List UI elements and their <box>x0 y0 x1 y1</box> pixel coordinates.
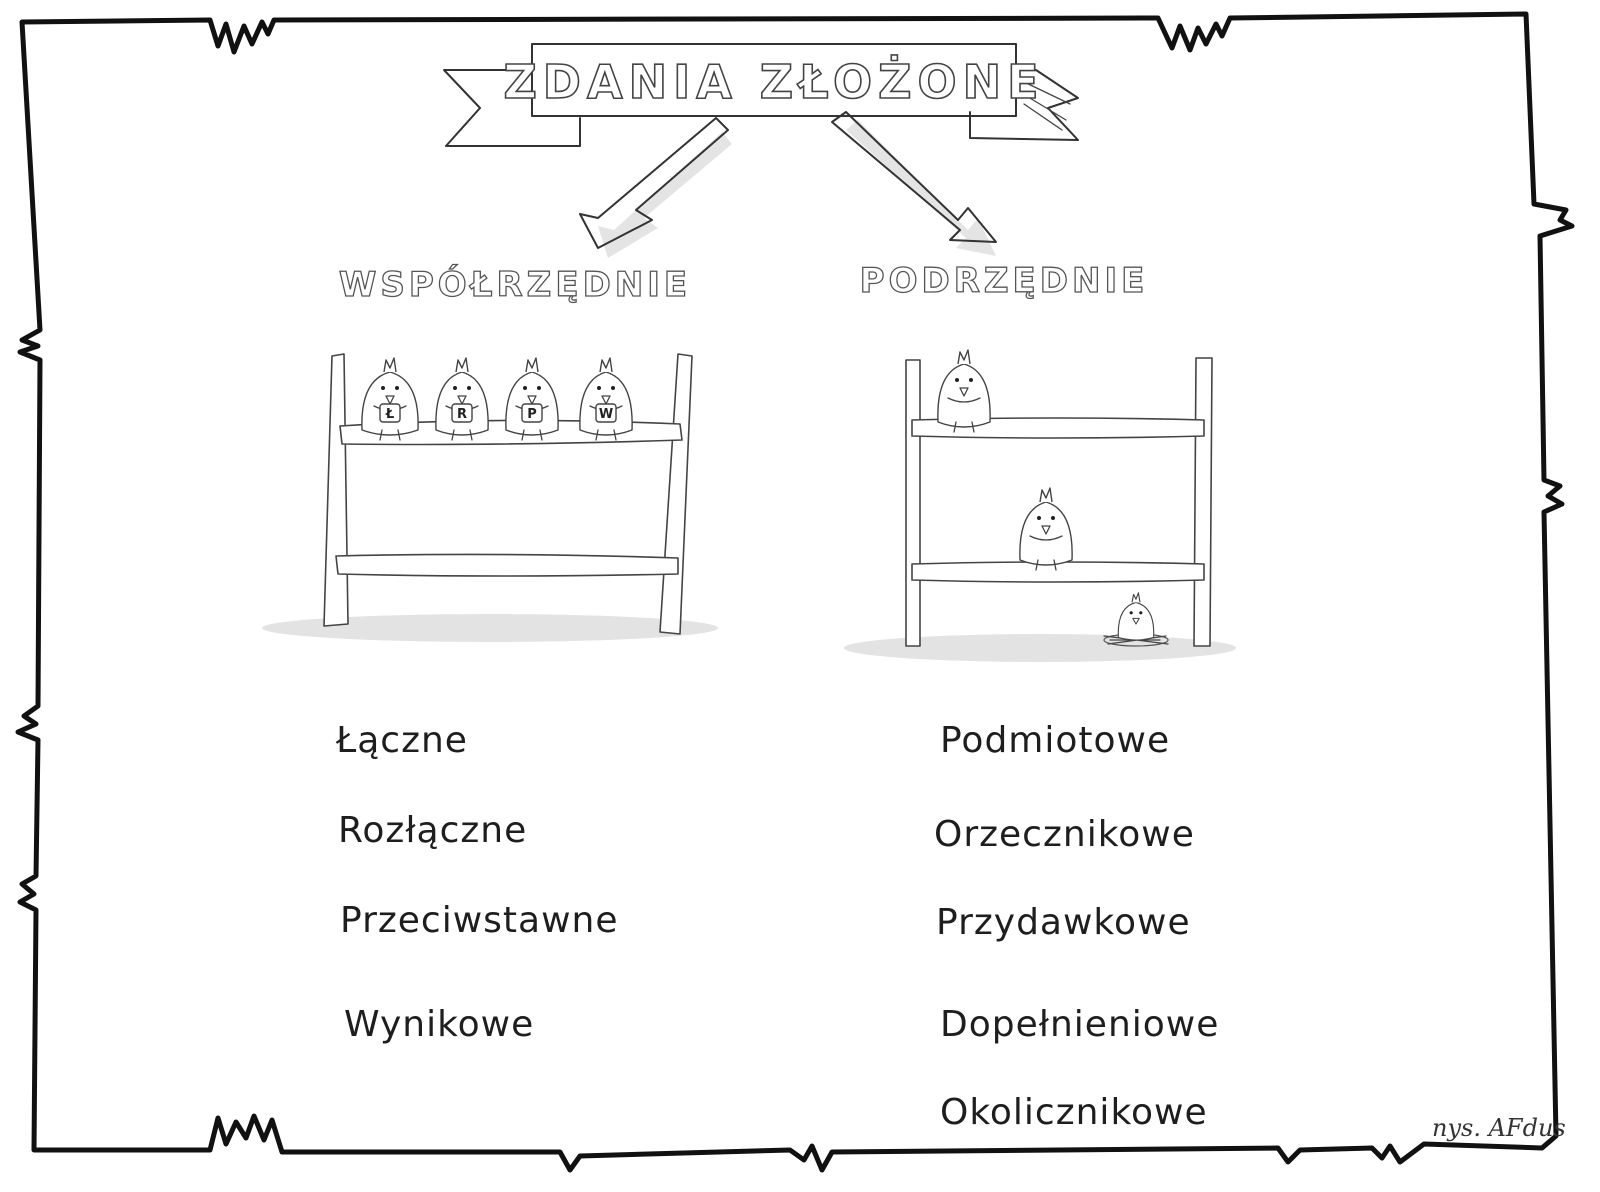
bird-badge-3: P <box>527 407 537 422</box>
arrow-right-down <box>831 111 997 256</box>
list-item: Rozłączne <box>338 810 527 851</box>
bird-2: R <box>435 357 489 441</box>
list-item: Przeciwstawne <box>340 900 619 941</box>
list-item: Łączne <box>335 720 468 761</box>
perch-right <box>844 357 1236 662</box>
bird-badge-1: Ł <box>385 407 394 422</box>
title-banner: ZDANIA ZŁOŻONE <box>443 43 1079 147</box>
bird-nest-right <box>1117 592 1155 641</box>
list-item: Okolicznikowe <box>940 1092 1208 1133</box>
signature: nys. AFdus <box>1432 1114 1566 1142</box>
bird-badge-2: R <box>457 407 467 422</box>
arrow-left-down <box>579 117 732 258</box>
bird-1: Ł <box>361 357 419 441</box>
bird-3: P <box>505 357 559 441</box>
heading-wspolrzednie: WSPÓŁRZĘDNIE <box>339 264 691 305</box>
bird-middle-right <box>1019 487 1073 571</box>
list-item: Wynikowe <box>344 1004 534 1045</box>
bird-top-right <box>937 349 991 433</box>
list-item: Dopełnieniowe <box>940 1004 1219 1045</box>
heading-podrzednie: PODRZĘDNIE <box>860 261 1149 301</box>
list-item: Przydawkowe <box>936 902 1191 943</box>
list-item: Orzecznikowe <box>934 814 1195 855</box>
bird-badge-4: W <box>599 407 613 422</box>
torn-paper-border <box>15 11 1575 1173</box>
list-podrzednie: Podmiotowe Orzecznikowe Przydawkowe Dope… <box>934 720 1219 1133</box>
list-wspolrzednie: Łączne Rozłączne Przeciwstawne Wynikowe <box>335 720 619 1045</box>
title-text: ZDANIA ZŁOŻONE <box>503 55 1044 109</box>
perch-left <box>262 353 718 642</box>
list-item: Podmiotowe <box>940 720 1170 761</box>
bird-4: W <box>579 357 633 441</box>
